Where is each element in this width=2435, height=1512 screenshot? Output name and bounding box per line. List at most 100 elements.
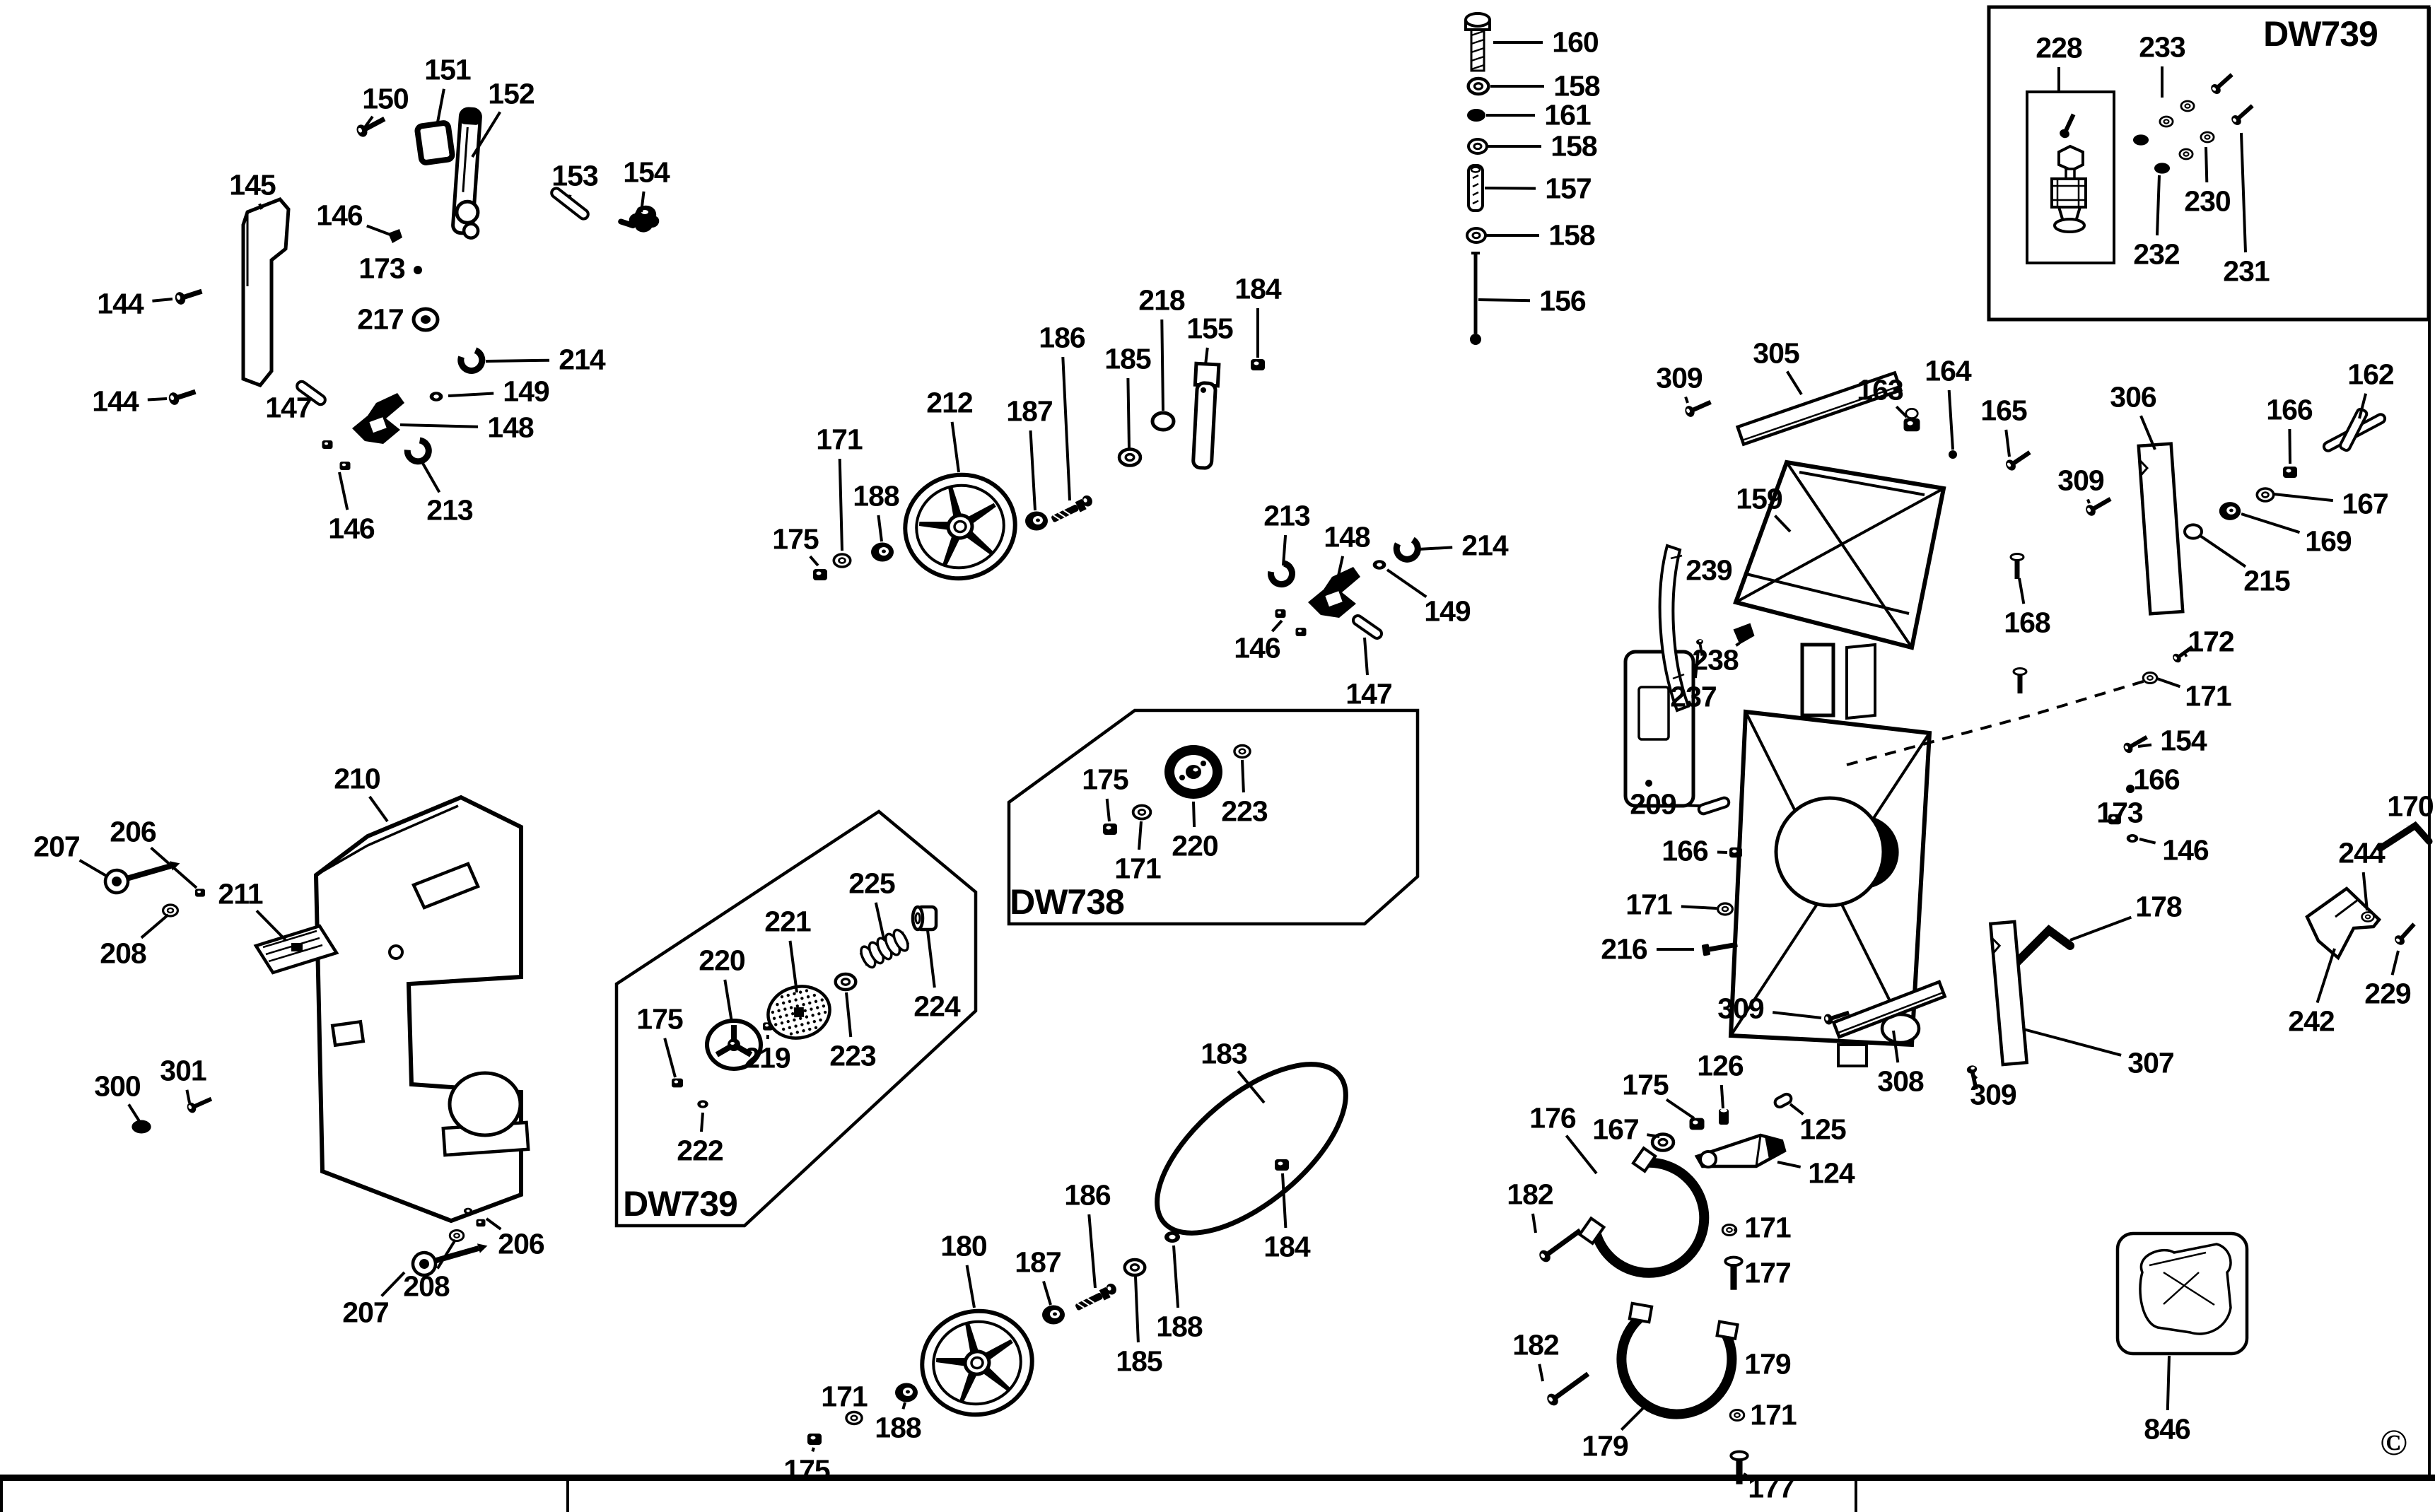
- part-label-162-51: 162: [2347, 358, 2394, 391]
- part-label-146-31: 146: [1234, 631, 1280, 664]
- part-dnut: [807, 1434, 822, 1445]
- leader-line: [1237, 1070, 1266, 1104]
- part-label-232-43: 232: [2133, 238, 2180, 271]
- part-wash: [1650, 1132, 1676, 1152]
- leader-line: [1061, 356, 1071, 501]
- part-label-182-118: 182: [1512, 1328, 1559, 1361]
- part-scr: [1539, 1228, 1582, 1262]
- part-wash: [1131, 804, 1152, 821]
- leader-line: [338, 471, 349, 510]
- part-dnut: [1103, 824, 1117, 835]
- leader-line: [2241, 512, 2301, 534]
- part-label-188-104: 188: [1156, 1310, 1203, 1343]
- part-label-216-72: 216: [1601, 932, 1647, 966]
- part-wash: [1467, 138, 1488, 155]
- leader-line: [1620, 1402, 1649, 1431]
- part-tknob: [618, 205, 660, 233]
- part-pinv: [1719, 1108, 1729, 1125]
- part-label-213-27: 213: [1263, 499, 1310, 532]
- leader-line: [363, 115, 374, 129]
- leader-line: [1681, 905, 1717, 910]
- leader-line: [2273, 493, 2334, 503]
- part-knobscr: [103, 861, 180, 895]
- leader-line: [1743, 1472, 1748, 1477]
- part-label-214-29: 214: [1461, 529, 1508, 562]
- part-label-180-101: 180: [940, 1229, 987, 1262]
- part-dnut: [2283, 467, 2297, 478]
- leader-line: [1947, 389, 1954, 450]
- leader-line: [2358, 393, 2368, 419]
- leader-line: [485, 1217, 502, 1231]
- part-disc: [766, 985, 831, 1040]
- leader-line: [436, 88, 445, 127]
- leader-line: [1241, 759, 1245, 793]
- part-dot: [2126, 785, 2135, 793]
- leader-line: [258, 203, 263, 210]
- part-wash: [2178, 148, 2194, 160]
- part-wash: [2159, 115, 2174, 128]
- part-shaft: [1051, 495, 1092, 522]
- part-scr: [1547, 1371, 1590, 1406]
- part-label-176-111: 176: [1529, 1101, 1576, 1135]
- part-label-185-23: 185: [1104, 342, 1151, 375]
- part-label-309-123: 309: [1717, 992, 1764, 1025]
- part-label-171-71: 171: [1625, 888, 1672, 921]
- part-label-157-37: 157: [1545, 172, 1592, 205]
- part-label-149-30: 149: [1424, 594, 1471, 628]
- leader-line: [950, 421, 960, 473]
- leader-line: [1271, 619, 1283, 633]
- part-label-214-14: 214: [559, 343, 605, 376]
- leader-line: [2023, 1028, 2122, 1057]
- part-cguard: [1577, 1146, 1710, 1278]
- part-label-223-92: 223: [829, 1039, 876, 1072]
- leader-line: [255, 909, 287, 942]
- part-gromm: [411, 307, 440, 332]
- page-border: [0, 7, 2435, 1512]
- part-label-167-112: 167: [1592, 1113, 1639, 1146]
- part-hexkey: [2008, 925, 2074, 971]
- part-pin: [296, 380, 327, 406]
- leader-line: [2018, 578, 2026, 604]
- leader-line: [1774, 515, 1792, 533]
- part-plate: [1831, 980, 1947, 1039]
- leader-line: [838, 458, 843, 551]
- leader-line: [1042, 1281, 1052, 1306]
- part-dblob: [2132, 134, 2149, 146]
- part-plate: [1735, 370, 1903, 447]
- leader-line: [845, 992, 853, 1038]
- part-label-209-69: 209: [1630, 787, 1676, 821]
- part-dnut: [1275, 1159, 1289, 1171]
- leader-line: [1777, 1161, 1802, 1168]
- leader-line: [1786, 370, 1803, 396]
- leader-line: [2069, 915, 2132, 942]
- copyright-mark: ©: [2380, 1423, 2407, 1463]
- part-bkt155: [1191, 361, 1221, 470]
- part-label-208-85: 208: [403, 1270, 450, 1303]
- leader-line: [1693, 650, 1700, 679]
- part-label-207-79: 207: [33, 830, 80, 863]
- part-dwash: [1372, 560, 1386, 570]
- leader-line: [1685, 804, 1700, 807]
- part-pin: [1697, 796, 1731, 816]
- part-pin: [550, 187, 590, 221]
- leader-line: [568, 194, 572, 197]
- part-bolt: [1701, 942, 1738, 956]
- leader-line: [420, 460, 441, 493]
- part-plate211: [253, 924, 339, 975]
- part-dnut: [1689, 1118, 1705, 1130]
- part-label-306-50: 306: [2110, 380, 2156, 414]
- part-label-211-80: 211: [218, 877, 263, 910]
- leader-line: [1895, 405, 1908, 418]
- part-dot: [1949, 450, 1957, 459]
- part-uclip: [457, 347, 486, 374]
- leader-line: [811, 1447, 815, 1453]
- part-label-206-84: 206: [498, 1227, 544, 1260]
- part-label-229-75: 229: [2364, 977, 2411, 1010]
- part-wash: [2142, 672, 2159, 684]
- part-dot: [414, 266, 422, 274]
- part-fscr: [2009, 553, 2025, 579]
- part-label-171-63: 171: [2185, 679, 2231, 713]
- part-dnut: [1295, 628, 1307, 636]
- group-box-label-dw739: DW739: [623, 1184, 738, 1224]
- part-sqring: [414, 120, 455, 165]
